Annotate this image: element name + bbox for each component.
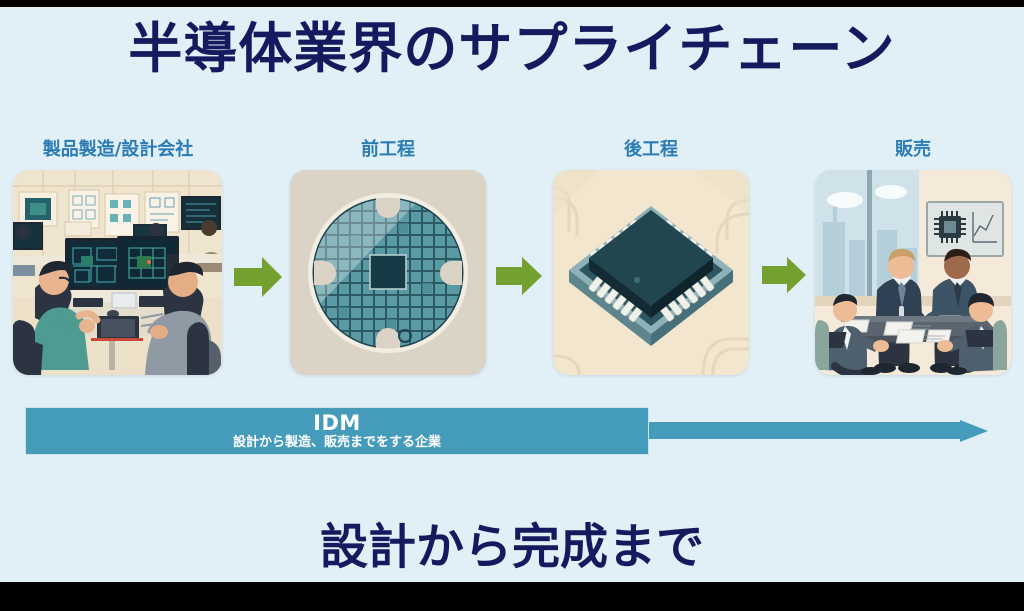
idm-arrow-head-icon [960,414,990,448]
slide-canvas: 半導体業界のサプライチェーン 製品製造/設計会社 前工程 後工程 販売 [0,7,1024,582]
stage-label-front-end: 前工程 [361,139,415,160]
arrow-stage2-to-stage3 [494,255,544,297]
stage-label-design: 製品製造/設計会社 [42,139,194,160]
idm-band [25,407,649,455]
letterbox-bottom [0,582,1024,611]
footer-caption: 設計から完成まで [319,519,704,575]
stage-label-back-end: 後工程 [624,139,678,160]
page-title: 半導体業界のサプライチェーン [128,17,896,80]
stage-label-sales: 販売 [895,139,931,160]
arrow-stage1-to-stage2 [232,255,284,299]
letterbox-top [0,0,1024,7]
stage-image-design-office [13,170,222,375]
stage-image-silicon-wafer [290,170,486,375]
stage-image-packaged-chip [553,170,749,375]
arrow-stage3-to-stage4 [760,255,808,295]
stage-image-sales-meeting [815,170,1011,375]
